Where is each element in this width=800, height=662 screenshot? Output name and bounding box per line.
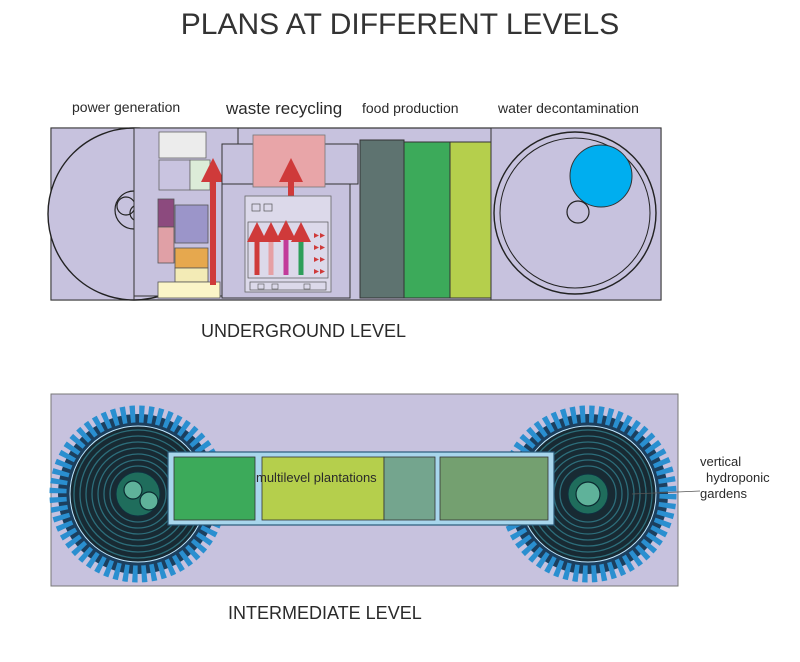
water-tank (569, 144, 633, 208)
label-gardens-line3: gardens (700, 486, 747, 501)
caption-intermediate-level: INTERMEDIATE LEVEL (228, 603, 422, 623)
gardens-leader-line (631, 490, 701, 495)
waste-recycling-zone (221, 134, 359, 299)
label-water-decontamination: water decontamination (498, 100, 639, 116)
power-generation-zone (47, 127, 239, 301)
label-multilevel-plantations: multilevel plantations (256, 470, 377, 485)
label-gardens-line2: hydroponic (706, 470, 770, 485)
page-title: PLANS AT DIFFERENT LEVELS (180, 8, 620, 41)
label-gardens-line1: vertical (700, 454, 742, 469)
label-waste-recycling: waste recycling (226, 99, 343, 118)
water-decontamination-zone (490, 127, 662, 301)
label-food-production: food production (362, 100, 459, 116)
label-power-generation: power generation (72, 99, 181, 115)
food-production-zone (359, 139, 493, 299)
underground-plan (47, 127, 662, 301)
caption-underground-level: UNDERGROUND LEVEL (201, 321, 407, 341)
intermediate-plan (49, 393, 701, 587)
plantation-corridor (167, 451, 555, 526)
